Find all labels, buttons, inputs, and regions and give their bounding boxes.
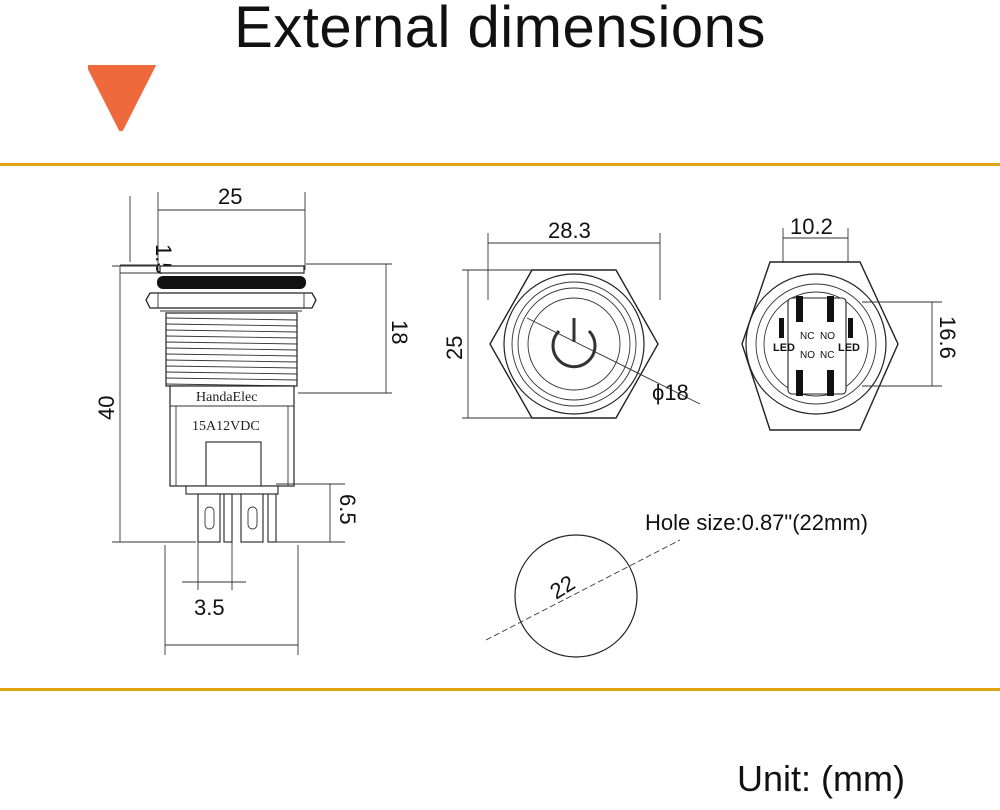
- dim-thread-label: 18: [387, 320, 412, 344]
- top-divider: [0, 163, 1000, 166]
- dim-top-label: 10.2: [790, 214, 833, 239]
- thread-line: [165, 371, 298, 375]
- no-label-1: NO: [820, 331, 835, 342]
- led-label-right: LED: [838, 342, 860, 354]
- front-view: 28.3 25 ϕ18: [442, 218, 701, 419]
- side-view: 25 1.5 HandaElec 15A12VDC: [94, 184, 412, 655]
- rating-label: 15A12VDC: [192, 419, 260, 434]
- thread-line: [165, 323, 298, 327]
- dim-pin-label: 6.5: [335, 494, 360, 525]
- dim-hex-width-label: 28.3: [548, 218, 591, 243]
- back-view: 10.2 16.6 NC NO NO NC LED LED: [741, 214, 960, 431]
- thread-line: [165, 377, 298, 381]
- thread-line: [165, 335, 298, 339]
- triangle-marker-icon: [88, 65, 156, 131]
- nc-label-2: NC: [820, 350, 834, 361]
- led-label-left: LED: [773, 342, 795, 354]
- thread-line: [165, 365, 298, 369]
- dim-front-height-label: 25: [442, 336, 467, 360]
- thread-line: [165, 317, 298, 321]
- thread-line: [165, 353, 298, 357]
- bottom-divider: [0, 688, 1000, 691]
- dim-side-label: 16.6: [935, 316, 960, 359]
- power-icon: [551, 318, 597, 369]
- dim-total-label: 40: [94, 396, 119, 420]
- dim-pitch-label: 3.5: [194, 595, 225, 620]
- brand-label: HandaElec: [196, 390, 257, 405]
- nc-label-1: NC: [800, 331, 814, 342]
- unit-label: Unit: (mm): [737, 758, 905, 799]
- dim-width-label: 25: [218, 184, 242, 209]
- dim-ring-label: ϕ18: [652, 380, 689, 405]
- hole-view: Hole size:0.87"(22mm) 22: [485, 510, 868, 658]
- thread-line: [165, 359, 298, 363]
- thread-line: [165, 341, 298, 345]
- thread-line: [165, 329, 298, 333]
- no-label-2: NO: [800, 350, 815, 361]
- page-title: External dimensions: [234, 0, 766, 60]
- hole-dim-label: 22: [545, 570, 579, 604]
- hole-caption: Hole size:0.87"(22mm): [645, 510, 868, 535]
- thread-line: [165, 347, 298, 351]
